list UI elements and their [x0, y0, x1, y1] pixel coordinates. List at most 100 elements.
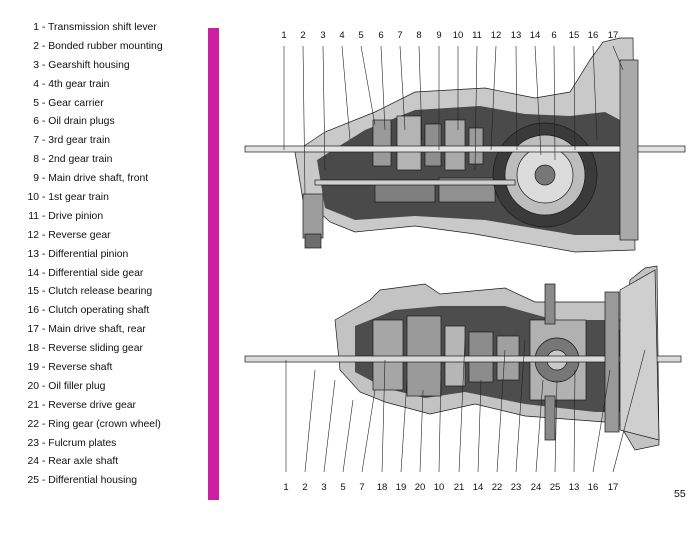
legend-item-separator: - — [39, 229, 49, 241]
legend-item-label: Differential pinion — [48, 248, 129, 260]
callout-number: 23 — [511, 482, 522, 493]
callout-number: 1 — [283, 482, 288, 493]
legend-item-separator: - — [39, 22, 49, 33]
legend-item-label: Reverse gear — [48, 229, 111, 241]
callout-number: 20 — [415, 482, 426, 493]
callout-number: 2 — [300, 30, 305, 41]
callout-number: 14 — [530, 30, 541, 41]
legend-item-number: 17 — [27, 324, 39, 336]
legend-item: 9 - Main drive shaft, front — [14, 170, 200, 189]
legend-item: 19 - Reverse shaft — [14, 359, 200, 378]
callout-number: 16 — [588, 482, 599, 493]
legend-item-number: 21 — [27, 399, 39, 411]
legend-item-separator: - — [39, 40, 49, 52]
legend-item-label: Drive pinion — [48, 210, 104, 222]
legend-item-number: 3 — [33, 59, 39, 71]
legend-item: 14 - Differential side gear — [14, 265, 200, 284]
legend-item-separator: - — [39, 456, 49, 468]
callout-number: 6 — [378, 30, 383, 41]
callout-number: 6 — [551, 30, 556, 41]
callout-number: 5 — [340, 482, 345, 493]
top-leader-lines — [283, 45, 624, 196]
legend-item: 13 - Differential pinion — [14, 246, 200, 265]
legend-item-number: 16 — [27, 305, 39, 317]
legend-item-label: Ring gear (crown wheel) — [48, 418, 161, 430]
legend-item-separator: - — [39, 248, 49, 260]
legend-item-separator: - — [39, 116, 49, 128]
legend-item-label: Reverse drive gear — [48, 399, 137, 411]
legend-item-number: 18 — [27, 343, 39, 355]
legend-item-separator: - — [39, 267, 49, 279]
legend-item-number: 1 — [33, 22, 39, 33]
legend-item-separator: - — [39, 380, 49, 392]
legend-item-number: 19 — [27, 362, 39, 374]
legend-item-separator: - — [39, 135, 49, 147]
legend-item-label: Bonded rubber mounting — [48, 40, 163, 52]
callout-number: 3 — [321, 482, 326, 493]
legend-item-label: Clutch release bearing — [48, 286, 153, 298]
callout-number: 14 — [473, 482, 484, 493]
legend-item-separator: - — [39, 210, 49, 222]
legend-item-number: 25 — [27, 475, 39, 487]
callout-number: 22 — [492, 482, 503, 493]
bottom-cutaway-drawing — [244, 265, 682, 451]
legend-item-label: Oil filler plug — [48, 380, 106, 392]
legend-item-number: 15 — [27, 286, 39, 298]
legend-item-number: 10 — [27, 192, 39, 204]
legend-item-separator: - — [39, 305, 49, 317]
page-number: 55 — [674, 488, 686, 500]
callout-number: 3 — [320, 30, 325, 41]
legend-item-label: Oil drain plugs — [48, 116, 115, 128]
legend-item: 5 - Gear carrier — [14, 95, 200, 114]
top-cutaway-drawing — [244, 37, 686, 253]
legend-item-separator: - — [39, 173, 49, 185]
legend-item: 23 - Fulcrum plates — [14, 435, 200, 454]
callout-number: 13 — [569, 482, 580, 493]
legend-item-label: Main drive shaft, front — [48, 173, 149, 185]
legend-item-number: 20 — [27, 380, 39, 392]
legend-item-number: 9 — [33, 173, 39, 185]
callout-number: 2 — [302, 482, 307, 493]
legend-item-separator: - — [39, 59, 49, 71]
callout-number: 25 — [550, 482, 561, 493]
callout-number: 17 — [608, 482, 619, 493]
legend-item: 25 - Differential housing — [14, 472, 200, 491]
legend-item: 22 - Ring gear (crown wheel) — [14, 416, 200, 435]
legend-item-number: 24 — [27, 456, 39, 468]
legend-item: 17 - Main drive shaft, rear — [14, 321, 200, 340]
callout-number: 10 — [453, 30, 464, 41]
legend-item: 2 - Bonded rubber mounting — [14, 38, 200, 57]
legend-item: 7 - 3rd gear train — [14, 132, 200, 151]
legend-item-label: Differential housing — [48, 475, 137, 487]
callout-number: 15 — [569, 30, 580, 41]
legend-item-label: Gearshift housing — [48, 59, 130, 71]
legend-item: 15 - Clutch release bearing — [14, 283, 200, 302]
callout-number: 13 — [511, 30, 522, 41]
callout-number: 18 — [377, 482, 388, 493]
legend-item-label: Gear carrier — [48, 97, 104, 109]
legend-item: 11 - Drive pinion — [14, 208, 200, 227]
legend-item-number: 5 — [33, 97, 39, 109]
legend-item: 4 - 4th gear train — [14, 76, 200, 95]
callout-number: 5 — [358, 30, 363, 41]
accent-bar — [208, 28, 219, 500]
callout-number: 8 — [416, 30, 421, 41]
legend-item: 21 - Reverse drive gear — [14, 397, 200, 416]
legend-item-number: 4 — [33, 78, 39, 90]
legend-item-number: 13 — [27, 248, 39, 260]
legend-item: 3 - Gearshift housing — [14, 57, 200, 76]
legend-item-separator: - — [39, 418, 49, 430]
legend-item: 6 - Oil drain plugs — [14, 113, 200, 132]
legend-item: 12 - Reverse gear — [14, 227, 200, 246]
callout-number: 19 — [396, 482, 407, 493]
legend-item-number: 12 — [27, 229, 39, 241]
legend-item-label: Clutch operating shaft — [48, 305, 150, 317]
legend-item-label: Main drive shaft, rear — [48, 324, 146, 336]
callout-number: 7 — [397, 30, 402, 41]
legend-item-label: 2nd gear train — [48, 154, 113, 166]
legend-item-separator: - — [39, 192, 49, 204]
legend-item-number: 23 — [27, 437, 39, 449]
